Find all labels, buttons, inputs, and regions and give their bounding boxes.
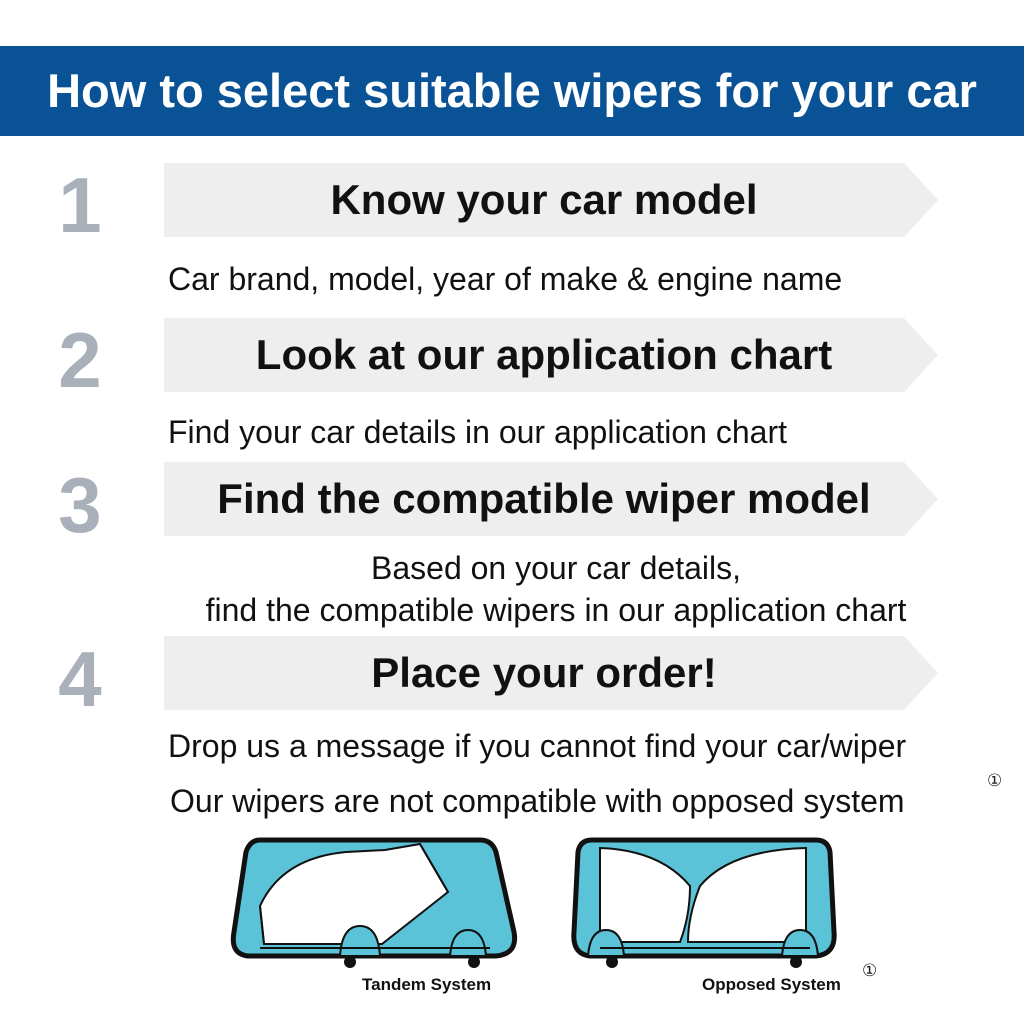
page-title: How to select suitable wipers for your c… — [47, 64, 977, 117]
step-4-number: 4 — [58, 635, 102, 723]
tandem-wiped-area — [258, 842, 450, 945]
header-banner: How to select suitable wipers for your c… — [0, 46, 1024, 136]
step-2-banner: Look at our application chart — [164, 318, 938, 392]
opposed-windshield-illustration — [571, 837, 837, 968]
footnote-marker: ① — [987, 771, 1003, 790]
step-3-banner: Find the compatible wiper model — [164, 462, 938, 536]
step-1-title: Know your car model — [330, 176, 758, 223]
step-4-banner: Place your order! — [164, 636, 938, 710]
step-1-banner: Know your car model — [164, 163, 938, 237]
step-4-description: Drop us a message if you cannot find you… — [168, 728, 907, 764]
opposed-system-label: Opposed System — [702, 975, 841, 994]
tandem-left-mount — [344, 956, 356, 968]
opposed-left-wiped-area — [599, 846, 692, 943]
opposed-right-mount — [790, 956, 802, 968]
step-3-title: Find the compatible wiper model — [217, 475, 871, 522]
step-1-number: 1 — [58, 161, 102, 249]
opposed-right-wiped-area — [686, 846, 807, 943]
step-3-number: 3 — [58, 461, 102, 549]
tandem-windshield-illustration — [230, 837, 518, 968]
opposed-left-mount — [606, 956, 618, 968]
step-4-title: Place your order! — [371, 649, 717, 696]
step-1-description: Car brand, model, year of make & engine … — [168, 261, 843, 297]
opposed-right-pivot — [780, 928, 820, 957]
tandem-system-label: Tandem System — [362, 975, 492, 994]
step-3-description-line-1: Based on your car details, — [371, 550, 741, 586]
tandem-right-mount — [468, 956, 480, 968]
step-3-description-line-2: find the compatible wipers in our applic… — [205, 592, 907, 628]
step-2-number: 2 — [58, 316, 102, 404]
step-2-title: Look at our application chart — [255, 331, 833, 378]
opposed-system-note: Our wipers are not compatible with oppos… — [170, 783, 905, 819]
opposed-footnote-marker: ① — [862, 961, 878, 980]
step-2-description: Find your car details in our application… — [168, 414, 787, 450]
